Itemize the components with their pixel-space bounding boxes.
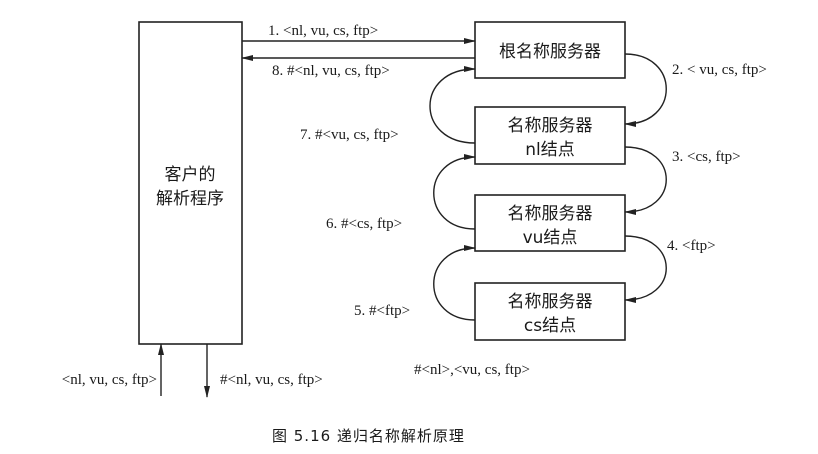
client-label-line2: 解析程序 <box>156 189 224 209</box>
nl-server-label-line2: nl结点 <box>525 140 575 160</box>
label-message-2: 2. < vu, cs, ftp> <box>672 62 767 78</box>
label-message-1: 1. <nl, vu, cs, ftp> <box>268 23 378 39</box>
vu-server-label-line1: 名称服务器 <box>508 204 593 224</box>
cs-server-label-line1: 名称服务器 <box>508 292 593 312</box>
cs-server-label-line2: cs结点 <box>524 316 576 336</box>
root-server-label: 根名称服务器 <box>499 42 601 62</box>
client-label-line1: 客户的 <box>165 165 216 185</box>
vu-name-server-node: 名称服务器 vu结点 <box>474 194 626 252</box>
nl-server-label-line1: 名称服务器 <box>508 116 593 136</box>
label-message-4: 4. <ftp> <box>667 238 716 254</box>
arrow-message-3 <box>624 146 667 215</box>
arrow-message-4 <box>624 235 667 303</box>
client-resolver-node: 客户的 解析程序 <box>138 21 243 345</box>
figure-caption: 图 5.16 递归名称解析原理 <box>272 427 465 445</box>
label-client-input: <nl, vu, cs, ftp> <box>62 372 157 388</box>
label-message-8: 8. #<nl, vu, cs, ftp> <box>272 63 390 79</box>
vu-server-label-line2: vu结点 <box>523 228 578 248</box>
arrow-message-5 <box>433 245 476 321</box>
result-note: #<nl>,<vu, cs, ftp> <box>414 362 530 378</box>
cs-name-server-node: 名称服务器 cs结点 <box>474 282 626 341</box>
arrow-message-2 <box>624 53 667 127</box>
label-message-3: 3. <cs, ftp> <box>672 149 741 165</box>
label-client-output: #<nl, vu, cs, ftp> <box>220 372 323 388</box>
arrow-message-6 <box>433 154 476 230</box>
label-message-6: 6. #<cs, ftp> <box>326 216 402 232</box>
root-name-server-node: 根名称服务器 <box>474 21 626 79</box>
arrow-message-7 <box>429 66 476 144</box>
label-message-5: 5. #<ftp> <box>354 303 410 319</box>
label-message-7: 7. #<vu, cs, ftp> <box>300 127 399 143</box>
nl-name-server-node: 名称服务器 nl结点 <box>474 106 626 165</box>
